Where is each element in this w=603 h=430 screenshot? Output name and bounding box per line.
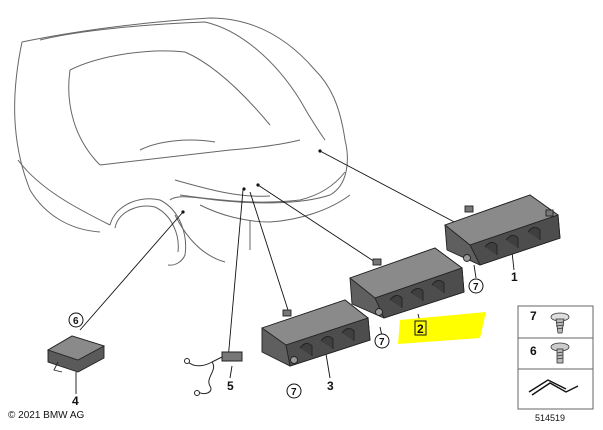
cable-5 <box>184 351 243 396</box>
module-3 <box>261 299 371 367</box>
car-outline <box>14 17 351 266</box>
part-1-label: 1 <box>511 270 518 284</box>
part-3-label: 3 <box>327 379 334 393</box>
svg-text:7: 7 <box>291 387 297 398</box>
attachment-points <box>181 149 322 214</box>
part-2-box <box>414 320 427 336</box>
diagram-id: 514519 <box>535 413 566 423</box>
circle-ref-6: 6 <box>68 312 84 328</box>
svg-text:7: 7 <box>379 337 385 348</box>
copyright-text: © 2021 BMW AG <box>8 410 85 421</box>
stepped-arrow-icon <box>528 379 579 396</box>
legend-item-7-label: 7 <box>530 309 537 323</box>
legend-item-6-label: 6 <box>530 344 537 358</box>
svg-text:6: 6 <box>73 316 79 327</box>
circle-ref-7-a: 7 <box>286 383 302 399</box>
svg-text:7: 7 <box>473 282 479 293</box>
screw-icon <box>550 312 570 334</box>
part-5-label: 5 <box>227 379 234 393</box>
module-1 <box>444 194 561 266</box>
highlight-band <box>398 312 486 344</box>
module-4 <box>46 335 106 373</box>
module-2 <box>349 247 465 319</box>
bolt-icon <box>550 342 570 364</box>
circle-ref-7-c: 7 <box>468 278 484 294</box>
part-2-label: 2 <box>417 322 424 336</box>
legend-panel: 7 6 <box>517 305 594 410</box>
circle-ref-7-b: 7 <box>374 333 390 349</box>
part-4-label: 4 <box>72 394 79 408</box>
